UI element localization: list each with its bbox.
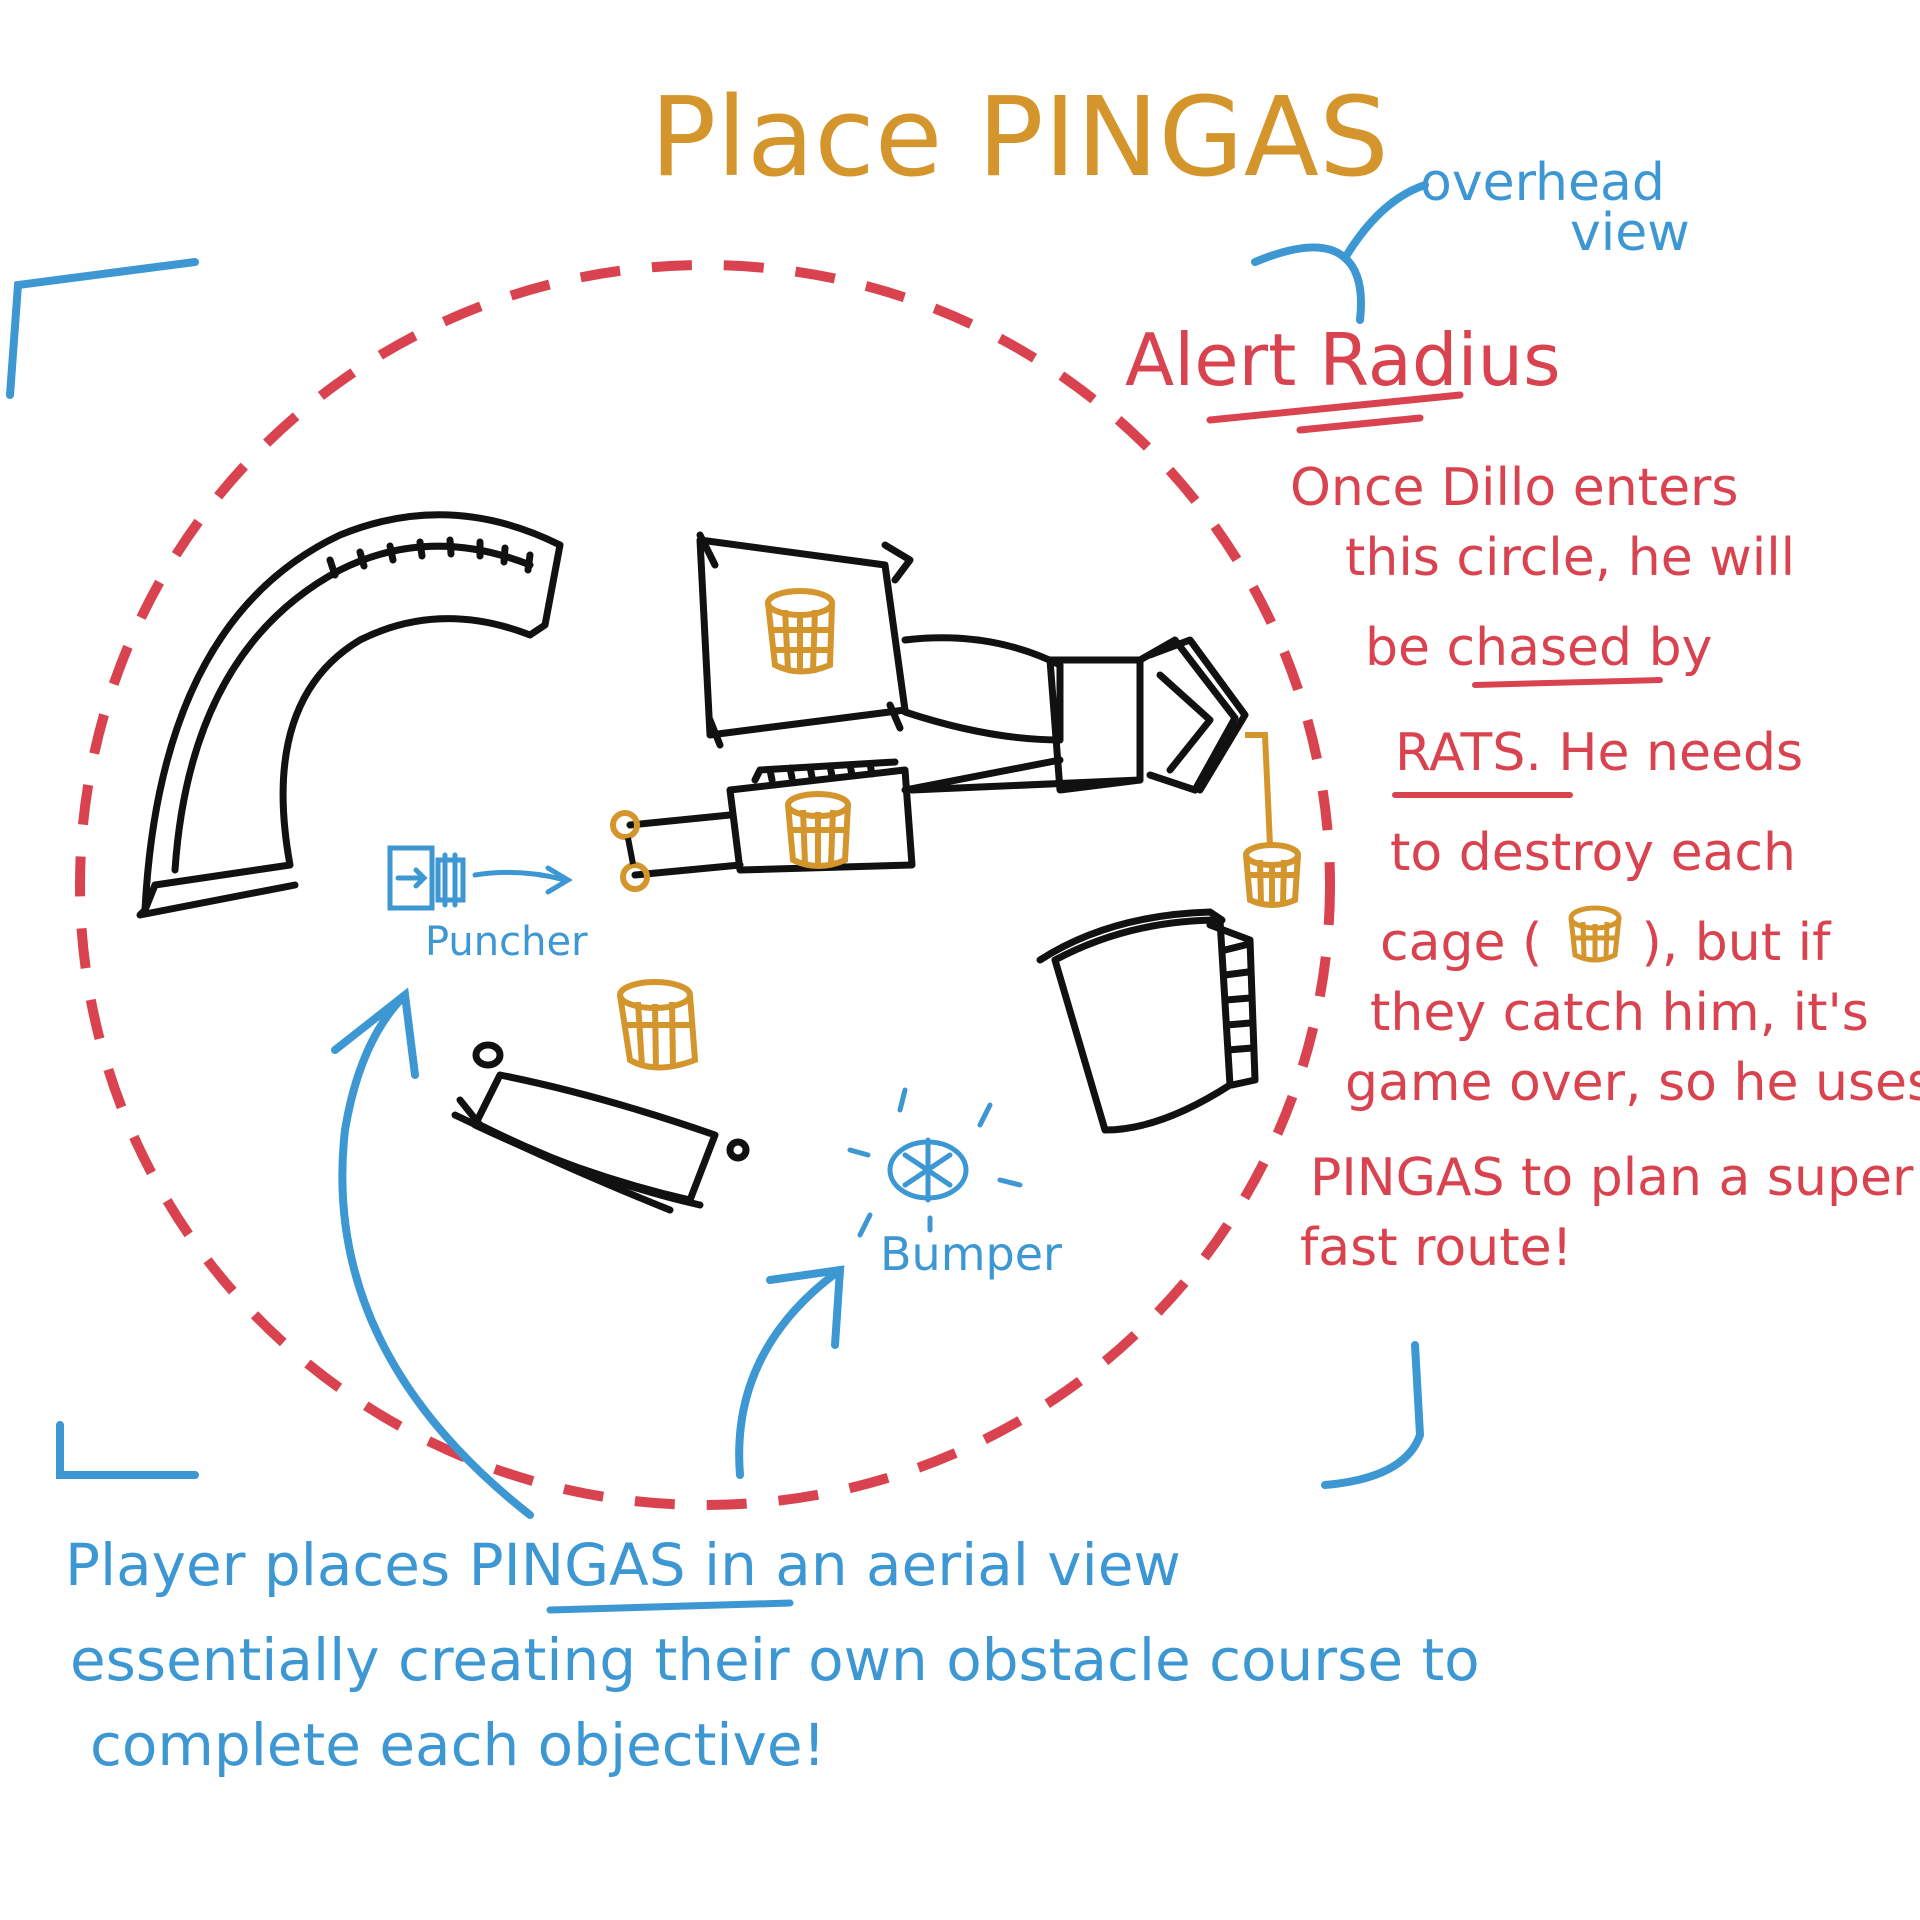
alert-line-10: fast route! xyxy=(1300,1218,1572,1278)
cage-2 xyxy=(785,791,851,869)
puncher-icon xyxy=(387,845,573,911)
puncher-label: Puncher xyxy=(425,919,588,965)
cage-3 xyxy=(617,979,699,1071)
alert-line-9: PINGAS to plan a super xyxy=(1310,1148,1914,1208)
overhead-label-line-2: view xyxy=(1570,203,1690,263)
hinge-joint xyxy=(610,810,650,892)
arrow-to-puncher xyxy=(331,987,534,1519)
overhead-view-annotation: overhead view xyxy=(1251,153,1690,324)
player-line-1: Player places PINGAS in an aerial view xyxy=(65,1531,1181,1599)
alert-description: Once Dillo enters this circle, he will b… xyxy=(1290,458,1920,1278)
player-line-3: complete each objective! xyxy=(90,1711,826,1779)
square-box-obstacle xyxy=(696,531,914,749)
pointer-arrows xyxy=(331,987,845,1519)
alert-line-3: be chased by xyxy=(1365,618,1712,678)
alert-line-8: game over, so he uses xyxy=(1345,1053,1920,1113)
player-description: Player places PINGAS in an aerial view e… xyxy=(65,1531,1480,1779)
alert-radius-underline xyxy=(1206,391,1464,434)
player-line-2: essentially creating their own obstacle … xyxy=(70,1626,1480,1694)
page-title: Place PINGAS xyxy=(650,73,1389,201)
frame-corner-bottom-right xyxy=(1321,1341,1425,1489)
inline-cage-icon xyxy=(1568,905,1622,963)
chased-underline xyxy=(1472,677,1663,688)
alert-line-1: Once Dillo enters xyxy=(1290,458,1739,518)
slanted-platform-obstacle xyxy=(451,1041,750,1214)
frame-corner-top-left xyxy=(6,258,199,399)
bumper-icon xyxy=(847,1087,1023,1238)
arrow-to-bumper xyxy=(735,1265,845,1479)
overhead-label-line-1: overhead xyxy=(1420,153,1665,213)
overhead-brace xyxy=(1251,181,1429,324)
alert-line-5: to destroy each xyxy=(1390,823,1796,883)
cage-1 xyxy=(765,588,835,675)
pingas-underline xyxy=(546,1599,794,1614)
alert-line-4: RATS. He needs xyxy=(1395,723,1803,783)
alert-radius-circle xyxy=(75,260,1335,1510)
alert-line-7: they catch him, it's xyxy=(1370,983,1869,1043)
right-box-obstacle xyxy=(1036,908,1259,1134)
alert-line-2: this circle, he will xyxy=(1345,528,1795,588)
chevron-launcher-obstacle xyxy=(901,634,1249,794)
bumper-label: Bumper xyxy=(880,1227,1062,1281)
hanging-cage xyxy=(1243,732,1301,908)
curved-ramp-obstacle xyxy=(136,511,564,919)
view-frame xyxy=(6,258,1425,1489)
small-box-obstacle xyxy=(626,756,1144,879)
frame-corner-bottom-left xyxy=(56,1421,199,1479)
alert-radius-label: Alert Radius xyxy=(1125,318,1561,402)
